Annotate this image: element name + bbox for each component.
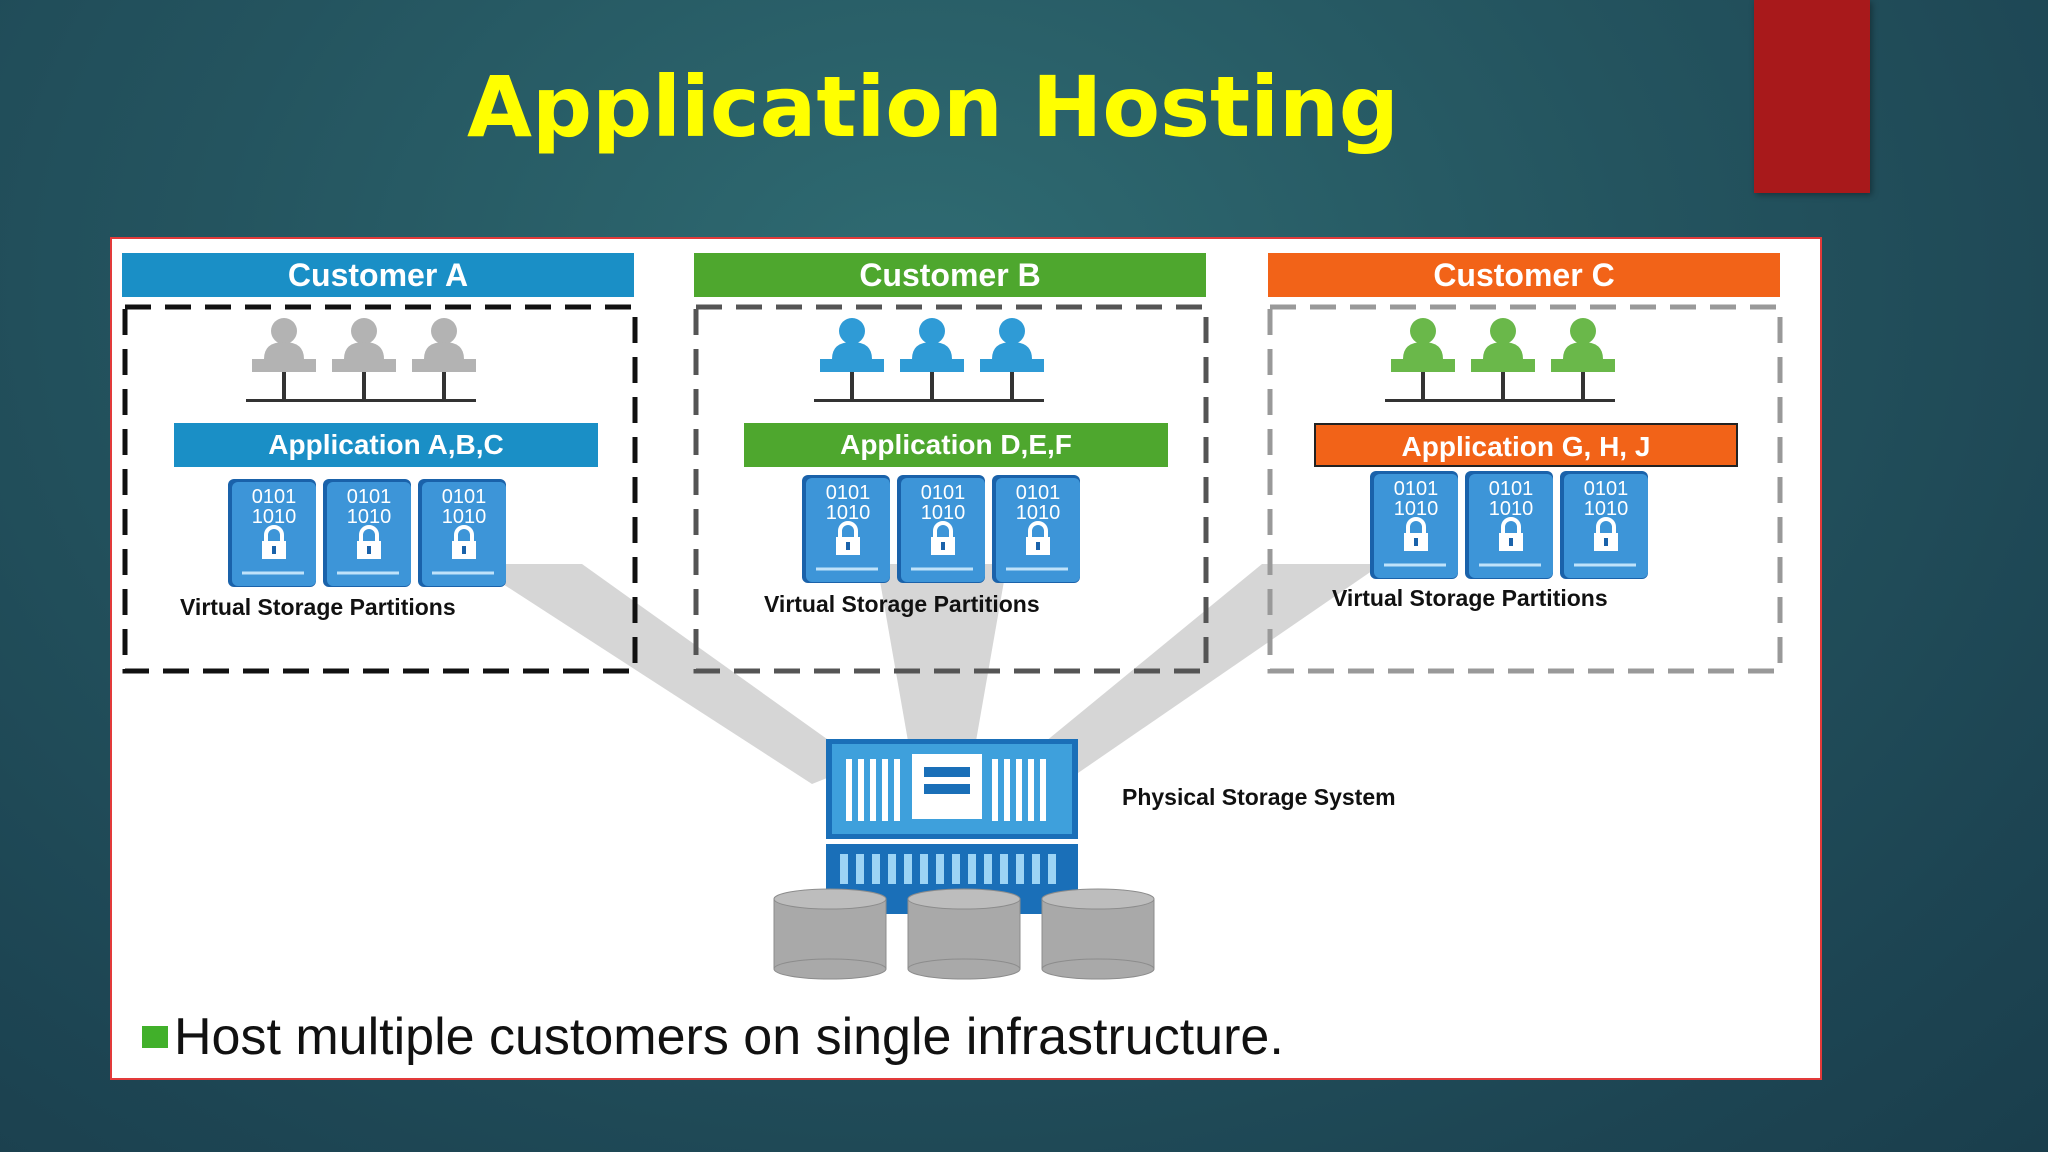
lock-icon: [452, 525, 476, 559]
user-icon: [1391, 318, 1455, 400]
disk-binary-text: 0101: [826, 482, 871, 504]
users-group: [814, 318, 1044, 402]
disk-binary-text: 1010: [1016, 502, 1061, 524]
disk-binary-text: 1010: [921, 502, 966, 524]
disk-binary-text: 1010: [252, 506, 297, 528]
user-icon: [412, 318, 476, 400]
lock-icon: [1594, 517, 1618, 551]
user-icon: [1551, 318, 1615, 400]
customer-b-boundary: [693, 304, 1209, 674]
lock-icon: [931, 521, 955, 555]
disk-binary-text: 0101: [1394, 478, 1439, 500]
disk-binary-text: 1010: [1584, 498, 1629, 520]
disks-layer: 0101101001011010010110100101101001011010…: [228, 471, 1648, 587]
lock-icon: [1499, 517, 1523, 551]
customer-c-header: Customer C: [1268, 253, 1780, 297]
physical-storage-label: Physical Storage System: [1122, 784, 1396, 810]
beam-c: [1012, 564, 1382, 784]
database-cylinders: [773, 888, 1155, 980]
customer-a-header: Customer A: [122, 253, 634, 297]
database-cylinder-icon: [907, 888, 1021, 980]
lock-icon: [357, 525, 381, 559]
diagram-graphics: 0101101001011010010110100101101001011010…: [122, 304, 1783, 980]
customer-b-storage-label: Virtual Storage Partitions: [764, 591, 1040, 617]
decorative-red-bar: [1754, 0, 1870, 193]
beam-b: [877, 564, 1007, 764]
disk-binary-text: 0101: [1489, 478, 1534, 500]
beam-a: [472, 564, 862, 784]
user-icon: [1471, 318, 1535, 400]
customer-a-boundary: [122, 304, 638, 674]
user-icon: [980, 318, 1044, 400]
customer-a-apps: Application A,B,C: [174, 423, 598, 467]
disk-binary-text: 0101: [1584, 478, 1629, 500]
user-icon: [332, 318, 396, 400]
slide-title: Application Hosting: [467, 58, 1399, 156]
bullet-text: Host multiple customers on single infras…: [174, 1008, 1284, 1066]
users-group: [246, 318, 476, 402]
disk-binary-text: 1010: [442, 506, 487, 528]
lock-icon: [836, 521, 860, 555]
database-cylinder-icon: [1041, 888, 1155, 980]
customer-c-apps: Application G, H, J: [1314, 423, 1738, 467]
disk-binary-text: 1010: [1489, 498, 1534, 520]
disk-binary-text: 0101: [921, 482, 966, 504]
user-icon: [900, 318, 964, 400]
disk-binary-text: 1010: [347, 506, 392, 528]
lock-icon: [262, 525, 286, 559]
bullet-point: Host multiple customers on single infras…: [142, 1007, 1284, 1067]
disk-binary-text: 1010: [826, 502, 871, 524]
disk-binary-text: 0101: [252, 486, 297, 508]
disk-binary-text: 0101: [1016, 482, 1061, 504]
disk-binary-text: 0101: [347, 486, 392, 508]
disk-binary-text: 0101: [442, 486, 487, 508]
physical-storage-icon: [826, 739, 1078, 914]
users-group: [1385, 318, 1615, 402]
customer-a-storage-label: Virtual Storage Partitions: [180, 594, 456, 620]
customer-b-header: Customer B: [694, 253, 1206, 297]
customer-b-apps: Application D,E,F: [744, 423, 1168, 467]
database-cylinder-icon: [773, 888, 887, 980]
disk-binary-text: 1010: [1394, 498, 1439, 520]
users-layer: [246, 318, 1615, 402]
connection-beams: [472, 564, 1382, 784]
customer-c-storage-label: Virtual Storage Partitions: [1332, 585, 1608, 611]
customer-c-boundary: [1267, 304, 1783, 674]
user-icon: [252, 318, 316, 400]
lock-icon: [1404, 517, 1428, 551]
bullet-square-icon: [142, 1026, 168, 1048]
lock-icon: [1026, 521, 1050, 555]
user-icon: [820, 318, 884, 400]
